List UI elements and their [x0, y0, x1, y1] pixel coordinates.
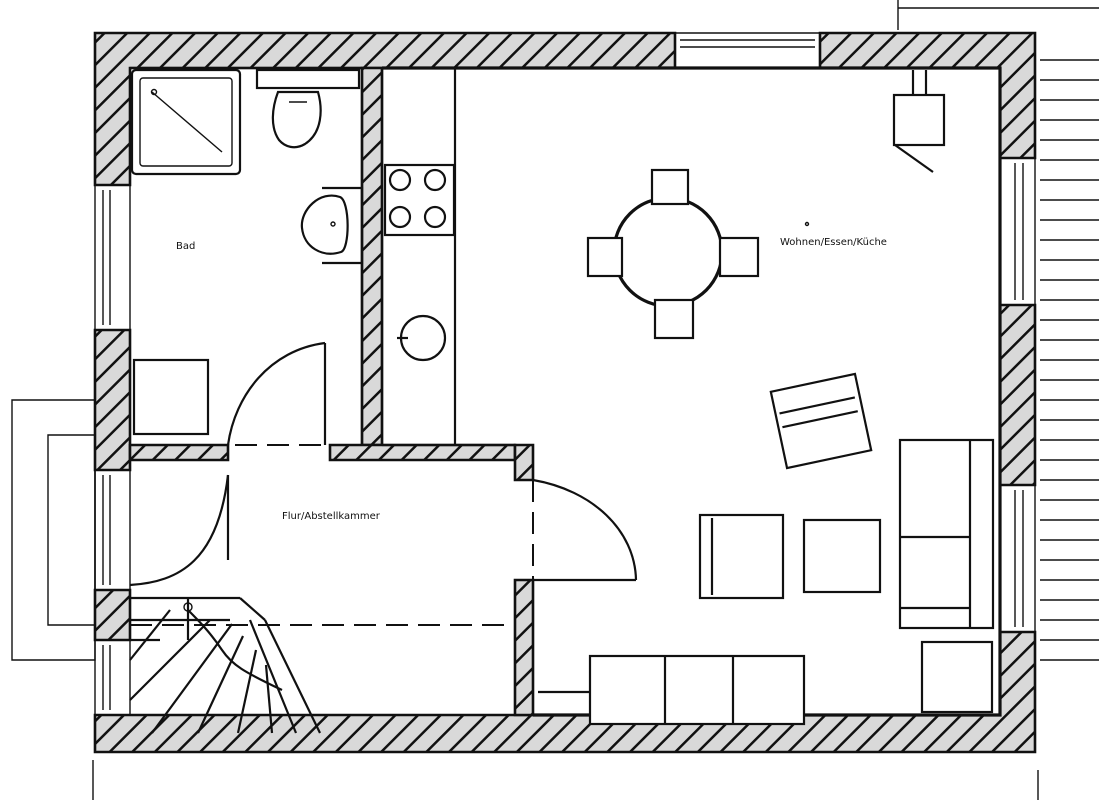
room-outlines	[130, 66, 1002, 717]
bathroom-door	[226, 341, 327, 446]
chair-center-right	[802, 518, 882, 594]
low-shelf	[538, 654, 806, 726]
side-cabinet	[920, 640, 994, 714]
room-label-wohnen: Wohnen/Essen/Küche	[780, 237, 887, 248]
toilet	[255, 68, 361, 149]
bathroom-fixtures: Bad	[130, 68, 364, 436]
small-marker	[804, 221, 810, 227]
chair-center-left	[698, 513, 785, 600]
doors	[129, 341, 638, 587]
kitchen	[380, 68, 946, 445]
stairs	[129, 596, 321, 734]
kitchen-sink	[397, 314, 447, 362]
dining-table	[612, 196, 724, 308]
dining-chair-top	[650, 168, 690, 206]
room-label-flur: Flur/Abstellkammer	[282, 511, 381, 522]
dining-chair-right	[718, 236, 760, 278]
hall-door	[532, 478, 638, 582]
dining-chair-left	[586, 236, 624, 278]
stove	[383, 163, 456, 237]
shower	[130, 68, 242, 176]
living-room-furniture	[538, 372, 995, 726]
entry-door	[129, 474, 230, 587]
dining-chair-bottom	[653, 298, 695, 340]
terrace-stripes	[1040, 59, 1099, 661]
sofa-right	[898, 438, 995, 630]
dining-group	[586, 168, 760, 340]
armchair	[769, 372, 873, 470]
room-label-bad: Bad	[176, 241, 195, 252]
washing-machine	[132, 358, 210, 436]
interior-walls	[128, 66, 535, 717]
wash-basin	[300, 186, 364, 265]
chimney-box	[892, 70, 946, 173]
